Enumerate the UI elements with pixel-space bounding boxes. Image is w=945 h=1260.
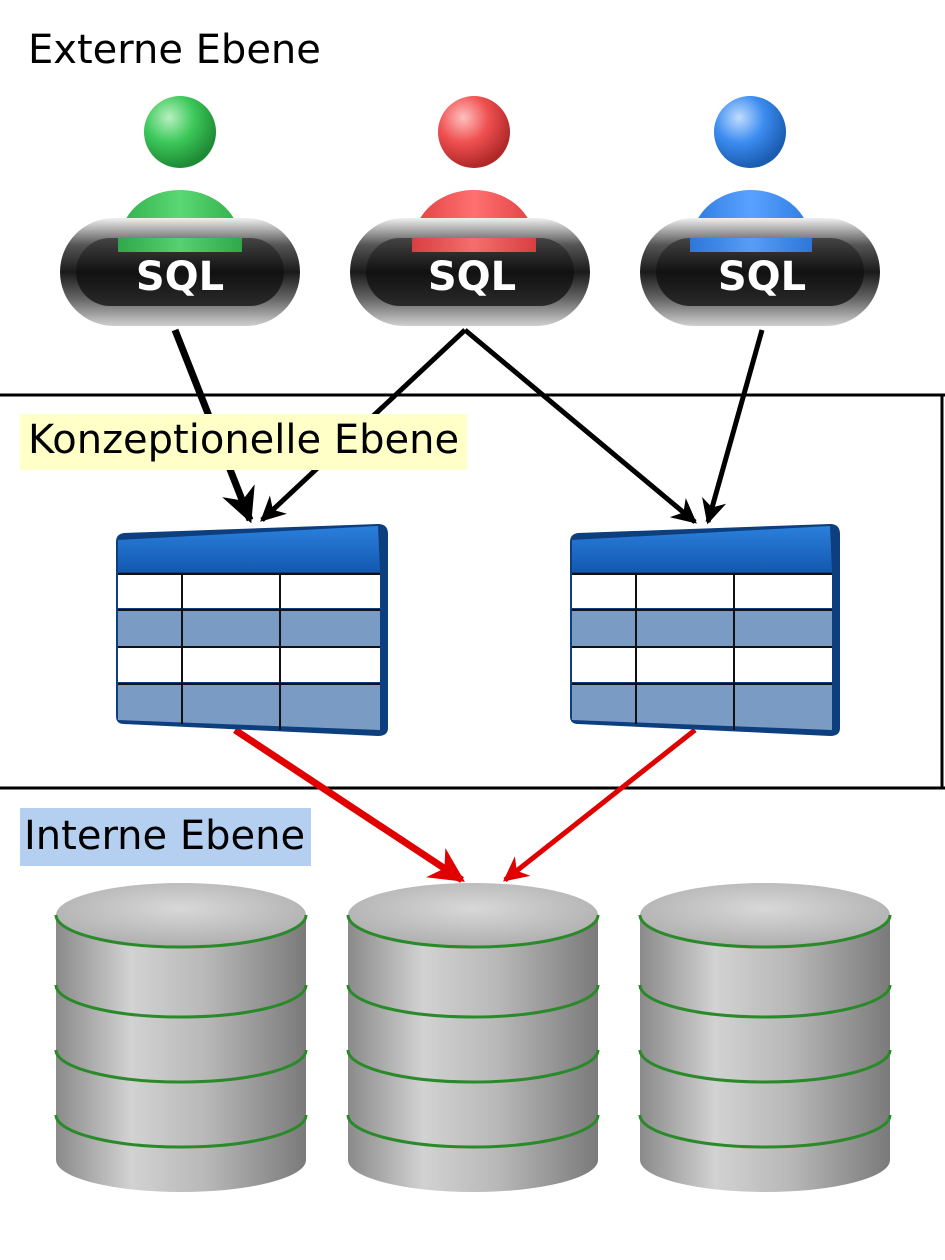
table-icon-1 — [116, 524, 388, 736]
external-level-label: Externe Ebene — [28, 27, 321, 73]
arrow-user3-to-table2 — [702, 329, 765, 525]
user-head-icon — [438, 96, 510, 168]
sql-label: SQL — [428, 254, 516, 300]
disk-icon-3 — [638, 883, 892, 1192]
user-head-icon — [714, 96, 786, 168]
sql-badge-1: SQL — [60, 218, 300, 326]
conceptual-to-internal-arrows — [233, 727, 697, 883]
disk-icon-1 — [54, 883, 308, 1192]
arrow-table2-to-disk — [503, 728, 697, 882]
internal-level-label: Interne Ebene — [20, 808, 312, 866]
sql-label: SQL — [718, 254, 806, 300]
disk-icon-2 — [346, 883, 600, 1192]
arrow-table1-to-disk — [233, 727, 465, 883]
sql-badge-2: SQL — [350, 218, 590, 326]
conceptual-level-label: Konzeptionelle Ebene — [20, 414, 468, 470]
sql-badge-3: SQL — [640, 218, 880, 326]
user-head-icon — [144, 96, 216, 168]
arrow-user2-to-table2 — [463, 328, 697, 524]
sql-label: SQL — [136, 254, 224, 300]
table-icon-2 — [570, 524, 840, 736]
